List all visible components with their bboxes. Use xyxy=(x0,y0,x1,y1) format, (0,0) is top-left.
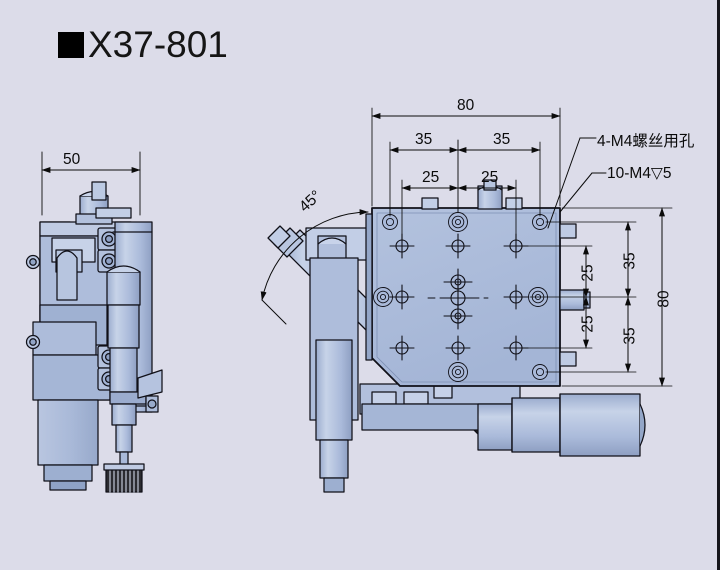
dim-35-right-upper: 35 xyxy=(621,252,639,270)
page-title: X37-801 xyxy=(58,26,228,63)
note-screw-holes: 4-M4螺丝用孔 xyxy=(597,133,695,150)
right-micrometer xyxy=(477,393,646,457)
dim-25-right-lower: 25 xyxy=(579,315,597,333)
dim-25-right-upper: 25 xyxy=(579,264,597,282)
dim-25-top-left: 25 xyxy=(422,169,440,186)
dim-50-side-width: 50 xyxy=(63,151,81,168)
side-view-group xyxy=(25,151,163,493)
hole-centerlines xyxy=(373,212,548,382)
dim-35-top-right: 35 xyxy=(493,131,511,148)
dim-25-top-right: 25 xyxy=(481,169,499,186)
dim-80-top-overall: 80 xyxy=(457,97,475,114)
leader-tapped-holes xyxy=(559,172,593,213)
dim-35-top-left: 35 xyxy=(415,131,433,148)
title-marker-icon xyxy=(58,31,84,58)
dimension-lines xyxy=(260,107,673,387)
title-text: X37-801 xyxy=(88,24,228,65)
angle-arc xyxy=(260,209,369,301)
dim-80-right-overall: 80 xyxy=(655,290,673,308)
leader-screw-holes xyxy=(547,137,581,229)
dim-35-right-lower: 35 xyxy=(621,327,639,345)
center-hole-cluster xyxy=(427,268,489,330)
right-border-rule xyxy=(717,0,720,570)
note-tapped-holes: 10-M4▽5 xyxy=(607,165,672,182)
